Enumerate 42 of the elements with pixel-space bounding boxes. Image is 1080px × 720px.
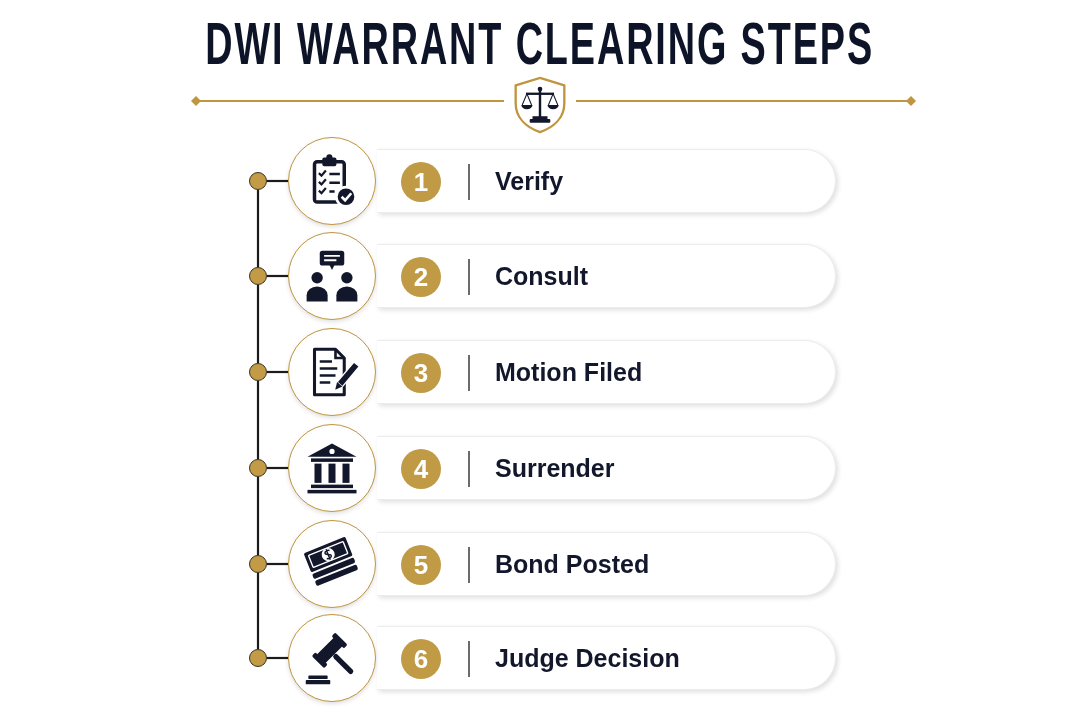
number-badge: 4 bbox=[401, 449, 441, 489]
step-card bbox=[377, 436, 836, 500]
timeline-dot bbox=[249, 172, 267, 190]
icon-circle bbox=[288, 328, 376, 416]
icon-circle bbox=[288, 137, 376, 225]
step-label: Judge Decision bbox=[495, 643, 680, 673]
timeline-line bbox=[256, 190, 260, 267]
timeline-dot bbox=[249, 649, 267, 667]
number-badge: 3 bbox=[401, 353, 441, 393]
icon-circle bbox=[288, 232, 376, 320]
icon-circle bbox=[288, 424, 376, 512]
step-card bbox=[377, 340, 836, 404]
number-badge: 2 bbox=[401, 257, 441, 297]
step-card bbox=[377, 149, 836, 213]
step-label: Motion Filed bbox=[495, 357, 643, 387]
icon-circle bbox=[288, 520, 376, 608]
title: DWI WARRANT CLEARING STEPS bbox=[205, 14, 875, 74]
step-label: Verify bbox=[495, 166, 564, 196]
number-badge: 6 bbox=[401, 639, 441, 679]
timeline-line bbox=[256, 477, 260, 555]
number-badge: 1 bbox=[401, 162, 441, 202]
connector-line bbox=[267, 562, 288, 566]
timeline-line bbox=[256, 573, 260, 649]
step-label: Surrender bbox=[495, 453, 615, 483]
connector-line bbox=[267, 466, 288, 470]
number-badge: 5 bbox=[401, 545, 441, 585]
connector-line bbox=[267, 179, 288, 183]
step-card bbox=[377, 244, 836, 308]
step-label: Consult bbox=[495, 261, 589, 291]
step-card bbox=[377, 626, 836, 690]
connector-line bbox=[267, 370, 288, 374]
step-label: Bond Posted bbox=[495, 549, 650, 579]
timeline-dot bbox=[249, 555, 267, 573]
timeline-line bbox=[256, 285, 260, 363]
timeline-dot bbox=[249, 459, 267, 477]
timeline-line bbox=[256, 381, 260, 459]
icon-circle bbox=[288, 614, 376, 702]
timeline-dot bbox=[249, 363, 267, 381]
timeline-dot bbox=[249, 267, 267, 285]
connector-line bbox=[267, 656, 288, 660]
connector-line bbox=[267, 274, 288, 278]
step-card bbox=[377, 532, 836, 596]
